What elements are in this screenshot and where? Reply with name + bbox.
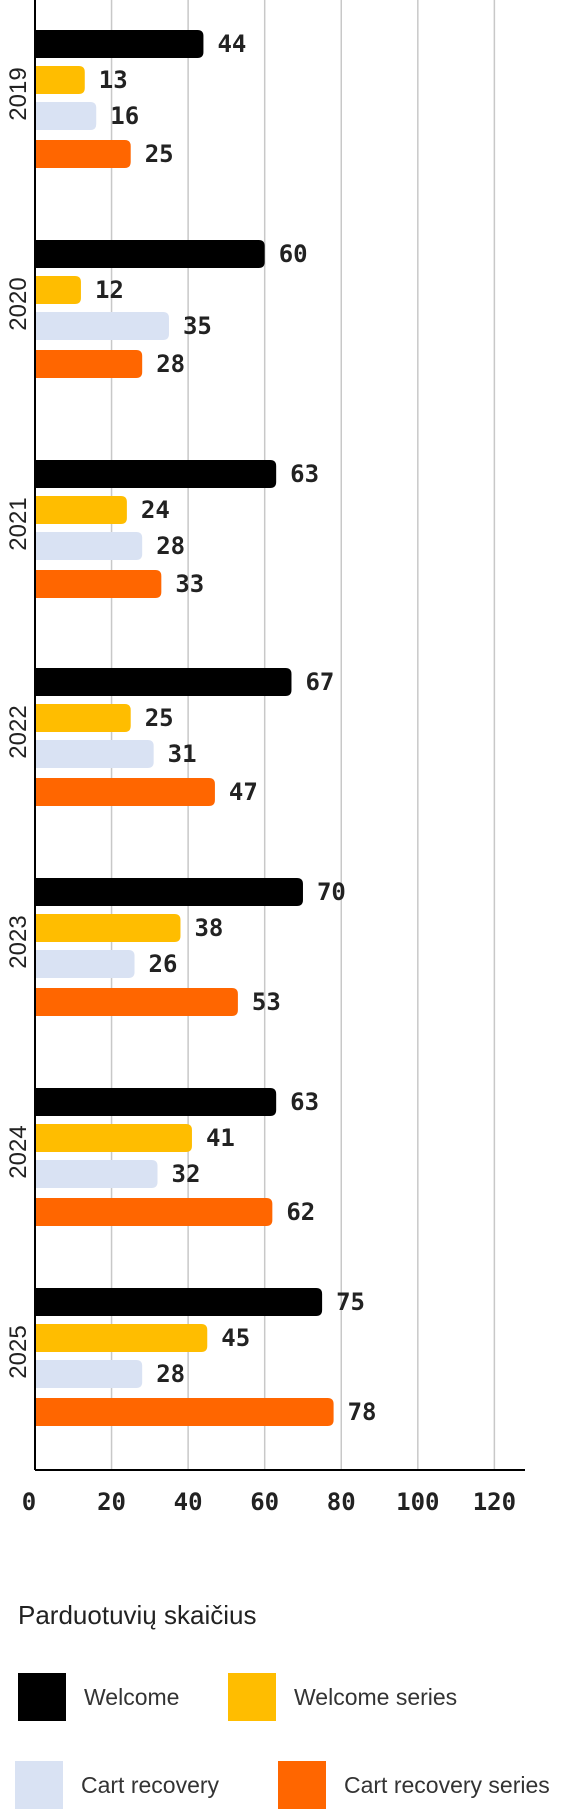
legend-swatch-welcome	[18, 1673, 66, 1721]
bar	[35, 1398, 334, 1426]
bar	[35, 778, 215, 806]
value-label: 25	[145, 140, 174, 168]
value-label: 26	[149, 950, 178, 978]
legend-title: Parduotuvių skaičius	[18, 1600, 257, 1630]
bar	[35, 878, 303, 906]
bar	[35, 276, 81, 304]
x-tick-label: 40	[174, 1488, 203, 1516]
x-tick-label: 80	[327, 1488, 356, 1516]
year-label: 2021	[5, 497, 32, 550]
legend-label-cart-recovery-series: Cart recovery series	[344, 1771, 550, 1798]
bar	[35, 668, 292, 696]
bar	[35, 1198, 273, 1226]
bar	[35, 1288, 323, 1316]
value-label: 28	[156, 532, 185, 560]
year-label: 2020	[5, 277, 32, 330]
value-label: 32	[172, 1160, 201, 1188]
bar	[35, 240, 265, 268]
legend-swatch-cart-recovery-series	[278, 1761, 326, 1809]
legend-label-welcome: Welcome	[84, 1683, 180, 1710]
bar	[35, 914, 181, 942]
legend-label-welcome-series: Welcome series	[294, 1683, 458, 1710]
bar	[35, 312, 169, 340]
value-label: 35	[183, 312, 212, 340]
value-label: 70	[317, 878, 346, 906]
x-tick-label: 60	[250, 1488, 279, 1516]
bar	[35, 140, 131, 168]
x-tick-label: 100	[396, 1488, 439, 1516]
value-label: 75	[336, 1288, 365, 1316]
value-label: 60	[279, 240, 308, 268]
bar	[35, 102, 97, 130]
year-label: 2022	[5, 705, 32, 758]
year-label: 2023	[5, 915, 32, 968]
bar	[35, 30, 204, 58]
value-label: 62	[286, 1198, 315, 1226]
value-label: 28	[156, 1360, 185, 1388]
value-label: 67	[305, 668, 334, 696]
bar	[35, 460, 277, 488]
value-label: 45	[221, 1324, 250, 1352]
legend-item-welcome-series: Welcome series	[228, 1673, 457, 1721]
bar	[35, 570, 162, 598]
value-label: 31	[168, 740, 197, 768]
bar	[35, 988, 238, 1016]
bar	[35, 1324, 208, 1352]
value-label: 63	[290, 460, 319, 488]
value-label: 13	[99, 66, 128, 94]
bar	[35, 704, 131, 732]
value-label: 44	[217, 30, 246, 58]
x-tick-label: 0	[22, 1488, 36, 1516]
year-label: 2019	[5, 67, 32, 120]
value-label: 38	[194, 914, 223, 942]
bar	[35, 532, 143, 560]
bar	[35, 350, 143, 378]
bar-chart: 2019441316252020601235282021632428332022…	[5, 0, 525, 1516]
bar	[35, 496, 127, 524]
value-label: 63	[290, 1088, 319, 1116]
bar	[35, 1124, 192, 1152]
legend-item-welcome: Welcome	[18, 1673, 179, 1721]
legend-swatch-cart-recovery	[15, 1761, 63, 1809]
bar	[35, 66, 85, 94]
legend-item-cart-recovery-series: Cart recovery series	[278, 1761, 550, 1809]
bar	[35, 1088, 277, 1116]
value-label: 16	[110, 102, 139, 130]
x-tick-label: 120	[473, 1488, 516, 1516]
value-label: 28	[156, 350, 185, 378]
value-label: 53	[252, 988, 281, 1016]
bar	[35, 740, 154, 768]
value-label: 41	[206, 1124, 235, 1152]
value-label: 24	[141, 496, 170, 524]
legend-swatch-welcome-series	[228, 1673, 276, 1721]
value-label: 12	[95, 276, 124, 304]
value-label: 33	[175, 570, 204, 598]
value-label: 78	[348, 1398, 377, 1426]
bar	[35, 950, 135, 978]
bar	[35, 1160, 158, 1188]
value-label: 47	[229, 778, 258, 806]
bar	[35, 1360, 143, 1388]
year-label: 2024	[5, 1125, 32, 1178]
year-label: 2025	[5, 1325, 32, 1378]
legend-item-cart-recovery: Cart recovery	[15, 1761, 219, 1809]
x-tick-label: 20	[97, 1488, 126, 1516]
legend-label-cart-recovery: Cart recovery	[81, 1771, 220, 1798]
value-label: 25	[145, 704, 174, 732]
